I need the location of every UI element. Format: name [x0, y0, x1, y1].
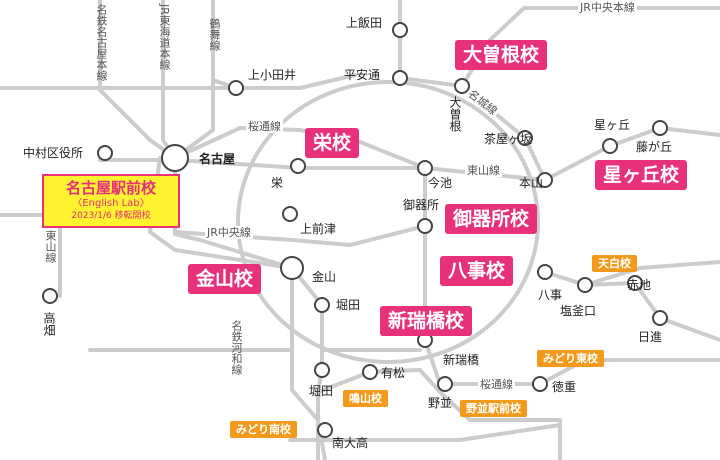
station-marker-minamiodaka	[317, 422, 333, 438]
sakuradori-line	[173, 126, 427, 228]
station-label-aratamabashi: 新瑞橋	[443, 353, 480, 367]
school-badge-yagoto[interactable]: 八事校	[440, 256, 514, 286]
station-marker-hotta-meijo	[314, 297, 330, 313]
station-label-heiando: 平安通	[344, 68, 381, 82]
station-marker-takabata	[42, 288, 58, 304]
station-marker-chayagasaka	[517, 130, 533, 146]
station-marker-motoyama	[537, 172, 553, 188]
station-marker-imaike	[417, 160, 433, 176]
callout-note: 2023/1/6 移転開校	[71, 211, 151, 221]
station-label-nakamura: 中村区役所	[23, 146, 84, 160]
station-label-hotta: 堀田	[309, 384, 334, 398]
meijo-line-ring	[236, 80, 540, 364]
line-label-higashiyama-vertical: 東山線	[44, 230, 57, 263]
station-label-imaike: 今池	[428, 176, 453, 190]
station-label-motoyama: 本山	[519, 176, 544, 190]
station-marker-nagoya	[161, 144, 189, 172]
station-label-kamimaezu: 上前津	[300, 222, 337, 236]
station-label-takabata: 高畑	[42, 312, 56, 336]
school-badge-aratamabashi[interactable]: 新瑞橋校	[380, 306, 473, 336]
partner-badge-tenpaku[interactable]: 天白校	[592, 255, 637, 272]
station-label-nagoya: 名古屋	[199, 152, 236, 166]
station-marker-hoshigaoka	[602, 138, 618, 154]
line-label-tsurumai: 鶴舞線	[208, 18, 221, 51]
line-label-higashiyama: 東山線	[465, 164, 502, 177]
station-marker-kamiiida	[392, 22, 408, 38]
school-badge-ozone[interactable]: 大曽根校	[455, 40, 548, 70]
line-label-jr-chuo-north: JR中央本線	[578, 1, 637, 14]
station-marker-nonami	[437, 376, 453, 392]
station-marker-sakae	[290, 158, 306, 174]
station-label-gokiso: 御器所	[403, 198, 440, 212]
station-label-kamiiida: 上飯田	[346, 16, 383, 30]
station-label-minamiodaka: 南大高	[332, 436, 369, 450]
station-marker-kamiotai	[228, 80, 244, 96]
station-marker-nakamura	[97, 145, 113, 161]
station-label-chayagasaka: 茶屋ヶ坂	[484, 132, 533, 146]
station-label-nonami: 野並	[428, 396, 453, 410]
station-marker-fujigaoka	[652, 120, 668, 136]
callout-title: 名古屋駅前校	[65, 179, 156, 197]
station-marker-kanayama	[280, 256, 304, 280]
station-marker-akaike	[627, 275, 643, 291]
nagoya-ekimae-callout[interactable]: 名古屋駅前校 〈English Lab〉 2023/1/6 移転開校	[42, 174, 180, 228]
station-marker-ozone	[454, 78, 470, 94]
tsurumai-line	[173, 0, 238, 160]
meitetsu-nagoya-line	[98, 0, 177, 160]
station-marker-heiando	[392, 70, 408, 86]
station-label-hotta-meijo: 堀田	[336, 298, 361, 312]
line-label-jr-tokaido: JR東海道本線	[158, 4, 171, 70]
station-label-akaike: 赤池	[627, 278, 652, 292]
line-label-meitetsu-kawawa: 名鉄河和線	[230, 320, 243, 375]
partner-badge-midori-higashi[interactable]: みどり東校	[537, 350, 604, 367]
partner-badge-nonami-ekimae[interactable]: 野並駅前校	[460, 400, 527, 417]
station-marker-arimatsu	[362, 364, 378, 380]
line-label-sakuradori-north: 桜通線	[246, 120, 283, 133]
station-label-tokushige: 徳重	[552, 380, 577, 394]
station-label-nisshin: 日進	[638, 330, 663, 344]
station-marker-tokushige	[532, 376, 548, 392]
station-label-sakae: 栄	[271, 176, 284, 190]
kamiotai-branch	[0, 73, 357, 90]
station-marker-nisshin	[652, 310, 668, 326]
station-label-yagoto: 八事	[538, 288, 563, 302]
station-marker-kamimaezu	[282, 206, 298, 222]
partner-badge-narumi[interactable]: 鳴山校	[343, 390, 388, 407]
school-badge-kanayama[interactable]: 金山校	[188, 264, 262, 294]
station-label-kanayama: 金山	[312, 270, 337, 284]
station-label-fujigaoka: 藤が丘	[636, 140, 673, 154]
station-label-hoshigaoka: 星ヶ丘	[594, 118, 631, 132]
station-marker-gokiso	[417, 218, 433, 234]
station-label-ozone: 大曽根	[448, 96, 462, 132]
school-badge-hoshigaoka[interactable]: 星ヶ丘校	[595, 160, 688, 190]
partner-badge-midori-minami[interactable]: みどり南校	[230, 421, 297, 438]
station-marker-hotta	[314, 362, 330, 378]
akaike-branch	[583, 260, 720, 287]
line-label-meitetsu-nagoya: 名鉄名古屋本線	[95, 4, 108, 81]
school-badge-gokiso[interactable]: 御器所校	[445, 204, 538, 234]
station-marker-yagoto	[537, 264, 553, 280]
callout-subtitle: 〈English Lab〉	[72, 198, 150, 209]
station-label-arimatsu: 有松	[381, 366, 406, 380]
line-label-sakuradori-south: 桜通線	[478, 378, 515, 391]
bottom-edge	[288, 423, 562, 442]
station-label-kamiotai: 上小田井	[248, 68, 297, 82]
station-label-shiogamaguchi: 塩釜口	[560, 304, 597, 318]
station-marker-shiogamaguchi	[577, 277, 593, 293]
line-label-jr-chuo: JR中央線	[205, 226, 253, 239]
school-badge-sakae[interactable]: 栄校	[305, 128, 360, 158]
